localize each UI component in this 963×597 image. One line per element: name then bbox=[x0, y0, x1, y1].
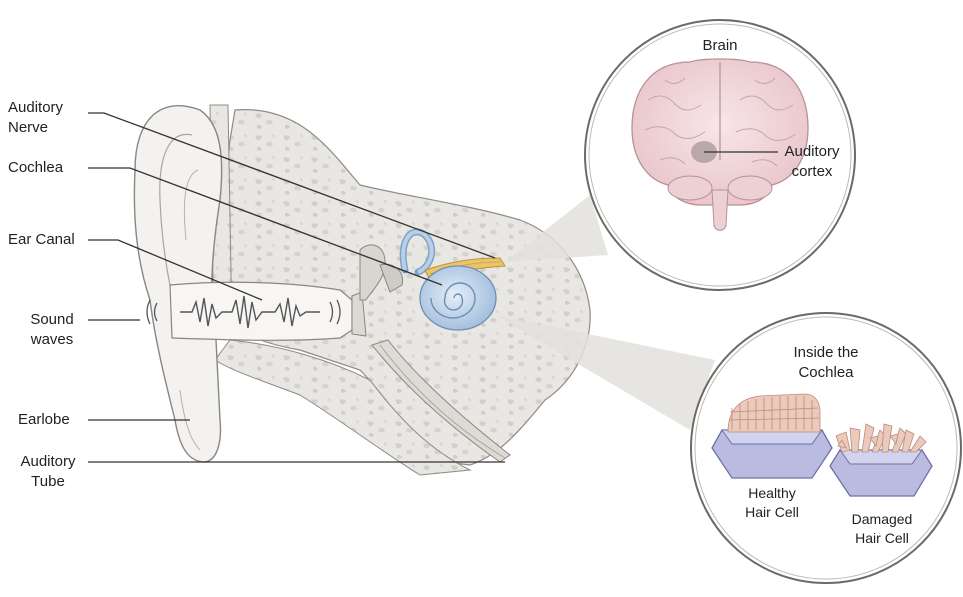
cochlea bbox=[420, 266, 496, 330]
label-auditory-cortex: Auditory cortex bbox=[776, 142, 848, 182]
brain-inset-title: Brain bbox=[680, 36, 760, 56]
label-auditory-nerve: Auditory Nerve bbox=[8, 98, 63, 138]
label-sound-waves: Sound waves bbox=[22, 310, 82, 350]
label-damaged-hair-cell: Damaged Hair Cell bbox=[834, 510, 930, 548]
label-ear-canal: Ear Canal bbox=[8, 230, 75, 250]
cochlea-inset-title: Inside the Cochlea bbox=[770, 343, 882, 383]
label-auditory-tube: Auditory Tube bbox=[8, 452, 88, 492]
ear-canal bbox=[170, 282, 366, 340]
label-cochlea: Cochlea bbox=[8, 158, 63, 178]
label-earlobe: Earlobe bbox=[18, 410, 70, 430]
label-healthy-hair-cell: Healthy Hair Cell bbox=[727, 484, 817, 522]
